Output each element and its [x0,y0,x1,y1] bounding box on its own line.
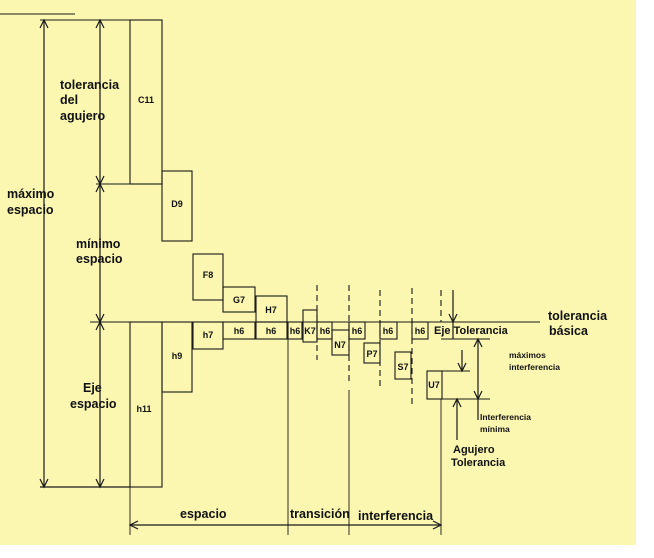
box-h6-3-label: h6 [290,326,301,336]
arrow-agujero-tol [452,397,462,408]
label-maximo-1: máximo [7,187,55,201]
box-h6-2 [255,321,288,340]
label-max-interf-1: máximos [509,350,546,360]
box-h6-6-label: h6 [383,326,394,336]
label-eje-tolerancia: Eje Tolerancia [434,325,509,337]
label-transicion: transición [290,507,350,521]
label-interf-min-2: mínima [480,424,510,434]
box-n7 [331,329,350,356]
label-tol-basica-2: básica [549,324,589,338]
label-eje-1: Eje [83,381,102,395]
box-h7-upper-label: H7 [265,305,277,315]
arrow-bottom-left [128,520,139,530]
fits-diagram: C11 D9 F8 G7 H7 h11 h9 h7 h6 h6 h6 K7 h6… [0,0,636,545]
box-h11 [129,321,163,488]
label-tolerancia-2: del [60,93,78,107]
box-g7 [222,286,256,313]
arrow-tol-top [95,18,105,29]
arrow-eje-bottom [95,478,105,489]
label-espacio-bottom: espacio [180,507,227,521]
label-tolerancia-3: agujero [60,109,106,123]
box-s7 [394,351,412,380]
box-g7-label: G7 [233,295,245,305]
label-eje-2: espacio [70,397,117,411]
arrow-interf-min [457,362,467,373]
box-h6-4-label: h6 [320,326,331,336]
label-tolerancia-1: tolerancia [60,78,120,92]
box-h7-label: h7 [203,330,214,340]
arrow-eje-top [95,320,105,331]
box-h9 [161,321,193,393]
label-maximo-2: espacio [7,203,54,217]
label-minimo-1: mínimo [76,237,121,251]
box-h6-7-label: h6 [415,326,426,336]
box-h11-label: h11 [136,404,151,414]
label-interferencia: interferencia [358,509,434,523]
arrow-bottom-right [432,520,443,530]
label-minimo-2: espacio [76,252,123,266]
box-h6-5-label: h6 [352,326,363,336]
label-interf-min-1: Interferencia [480,412,531,422]
box-n7-label: N7 [334,340,346,350]
box-h9-label: h9 [172,351,183,361]
box-c11 [129,19,163,185]
paper-fill [0,0,636,545]
box-s7-label: S7 [397,362,408,372]
label-agujero-2: Tolerancia [451,457,506,469]
box-f8 [192,253,224,301]
arrow-max-interf-top [473,337,483,348]
box-d9 [161,170,193,242]
box-c11-label: C11 [138,95,154,105]
paper-background: C11 D9 F8 G7 H7 h11 h9 h7 h6 h6 h6 K7 h6… [0,0,636,545]
box-h6-1 [222,321,256,340]
box-k7-label: K7 [304,326,316,336]
box-p7-label: P7 [366,349,377,359]
box-h6-2-label: h6 [266,326,277,336]
label-max-interf-2: interferencia [509,362,560,372]
box-h6-1-label: h6 [234,326,245,336]
box-f8-label: F8 [203,270,214,280]
label-agujero-1: Agujero [453,444,495,456]
box-u7-label: U7 [428,380,440,390]
arrow-min-top [95,182,105,193]
box-d9-label: D9 [171,199,183,209]
label-tol-basica-1: tolerancia [548,309,608,323]
